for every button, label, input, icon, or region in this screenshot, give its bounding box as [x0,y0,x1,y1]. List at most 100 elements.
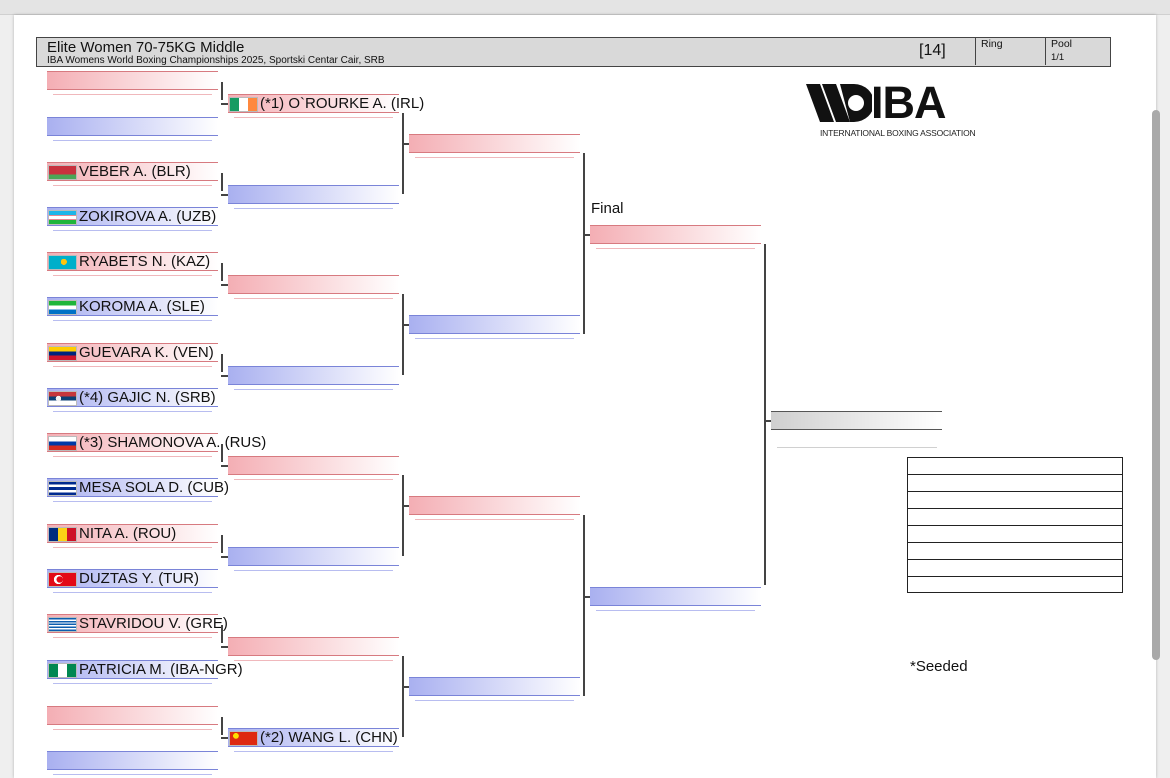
bracket-connector [221,444,223,462]
bracket-connector [221,535,223,553]
r1-slot-3[interactable]: VEBER A. (BLR) [47,162,218,181]
iba-logo-mark [806,84,872,122]
results-row [908,526,1122,543]
r1-slot-2[interactable] [47,117,218,136]
bracket-connector [583,153,585,334]
r1-slot-1[interactable] [47,71,218,90]
boxer-name: PATRICIA M. (IBA-NGR) [79,661,243,678]
bracket-connector [221,737,228,739]
slot-underline [53,275,212,276]
boxer-name: MESA SOLA D. (CUB) [79,479,230,496]
r1-slot-13[interactable]: STAVRIDOU V. (GRE) [47,614,228,633]
sf-slot-2[interactable] [590,587,761,606]
slot-underline [53,729,212,730]
bracket-connector [402,324,409,326]
r1-slot-7[interactable]: GUEVARA K. (VEN) [47,343,218,362]
bout-count: [14] [919,42,946,59]
bracket-connector [402,656,404,737]
qf-slot-4[interactable] [409,677,580,696]
bracket-connector [221,646,228,648]
bracket-connector [221,173,223,191]
pool-cell: Pool 1/1 [1045,38,1110,65]
r1-slot-9[interactable]: (*3) SHAMONOVA A. (RUS) [47,433,266,452]
boxer-name: NITA A. (ROU) [79,525,177,542]
r2-slot-8[interactable]: (*2) WANG L. (CHN) [228,728,399,747]
bracket-connector [221,354,223,372]
results-table [907,457,1123,593]
bracket-connector [402,686,409,688]
results-row [908,492,1122,509]
r1-slot-14[interactable]: PATRICIA M. (IBA-NGR) [47,660,243,679]
bracket-connector [764,420,771,422]
r2-slot-3[interactable] [228,275,399,294]
flag-uzb-icon [48,210,77,225]
r2-slot-6[interactable] [228,547,399,566]
qf-slot-3[interactable] [409,496,580,515]
r2-slot-7[interactable] [228,637,399,656]
slot-underline [53,547,212,548]
r2-slot-1[interactable]: (*1) O`ROURKE A. (IRL) [228,94,424,113]
boxer-name: DUZTAS Y. (TUR) [79,570,200,587]
slot-underline [234,570,393,571]
qf-slot-2[interactable] [409,315,580,334]
results-row [908,475,1122,492]
boxer-name: VEBER A. (BLR) [79,163,191,180]
results-row [908,543,1122,560]
bracket-connector [402,505,409,507]
r1-slot-4[interactable]: ZOKIROVA A. (UZB) [47,207,218,226]
boxer-name: (*3) SHAMONOVA A. (RUS) [79,434,267,451]
bracket-connector [221,284,228,286]
flag-chn-icon [229,731,258,746]
slot-underline [234,208,393,209]
bracket-connector [221,717,223,735]
ring-cell: Ring [975,38,1045,65]
r1-slot-16[interactable] [47,751,218,770]
slot-underline [234,117,393,118]
seeded-legend: *Seeded [910,658,968,675]
viewer-top-bar [0,0,1170,15]
bracket-connector [221,194,228,196]
r1-slot-10[interactable]: MESA SOLA D. (CUB) [47,478,229,497]
r2-slot-2[interactable] [228,185,399,204]
flag-irl-icon [229,97,258,112]
boxer-name: GUEVARA K. (VEN) [79,344,214,361]
flag-cub-icon [48,481,77,496]
final-label: Final [591,200,624,217]
slot-underline [53,501,212,502]
slot-underline [415,519,574,520]
logo-wordmark: IBA [871,77,946,128]
bracket-connector [764,244,766,585]
bracket-connector [221,625,223,643]
boxer-name: (*4) GAJIC N. (SRB) [79,389,216,406]
r2-slot-4[interactable] [228,366,399,385]
slot-underline [596,248,755,249]
flag-srb-icon [48,391,77,406]
flag-rou-icon [48,527,77,542]
bracket-connector [583,596,590,598]
category-title: Elite Women 70-75KG Middle [47,39,245,56]
final-winner-slot[interactable] [771,411,942,430]
r1-slot-12[interactable]: DUZTAS Y. (TUR) [47,569,218,588]
r1-slot-8[interactable]: (*4) GAJIC N. (SRB) [47,388,218,407]
r1-slot-11[interactable]: NITA A. (ROU) [47,524,218,543]
flag-rus-icon [48,436,77,451]
slot-underline [53,683,212,684]
event-subtitle: IBA Womens World Boxing Championships 20… [47,55,385,66]
sf-slot-1[interactable] [590,225,761,244]
bracket-connector [221,103,228,105]
r1-slot-15[interactable] [47,706,218,725]
r1-slot-5[interactable]: RYABETS N. (KAZ) [47,252,218,271]
pool-value: 1/1 [1051,52,1065,63]
qf-slot-1[interactable] [409,134,580,153]
bracket-connector [402,113,404,194]
pool-label: Pool [1051,38,1073,50]
vertical-scrollbar[interactable] [1152,110,1160,660]
r2-slot-5[interactable] [228,456,399,475]
slot-underline [53,774,212,775]
r1-slot-6[interactable]: KOROMA A. (SLE) [47,297,218,316]
slot-underline [415,338,574,339]
flag-ngr-icon [48,663,77,678]
boxer-name: RYABETS N. (KAZ) [79,253,211,270]
bracket-header: Elite Women 70-75KG Middle IBA Womens Wo… [36,37,1111,67]
flag-kaz-icon [48,255,77,270]
